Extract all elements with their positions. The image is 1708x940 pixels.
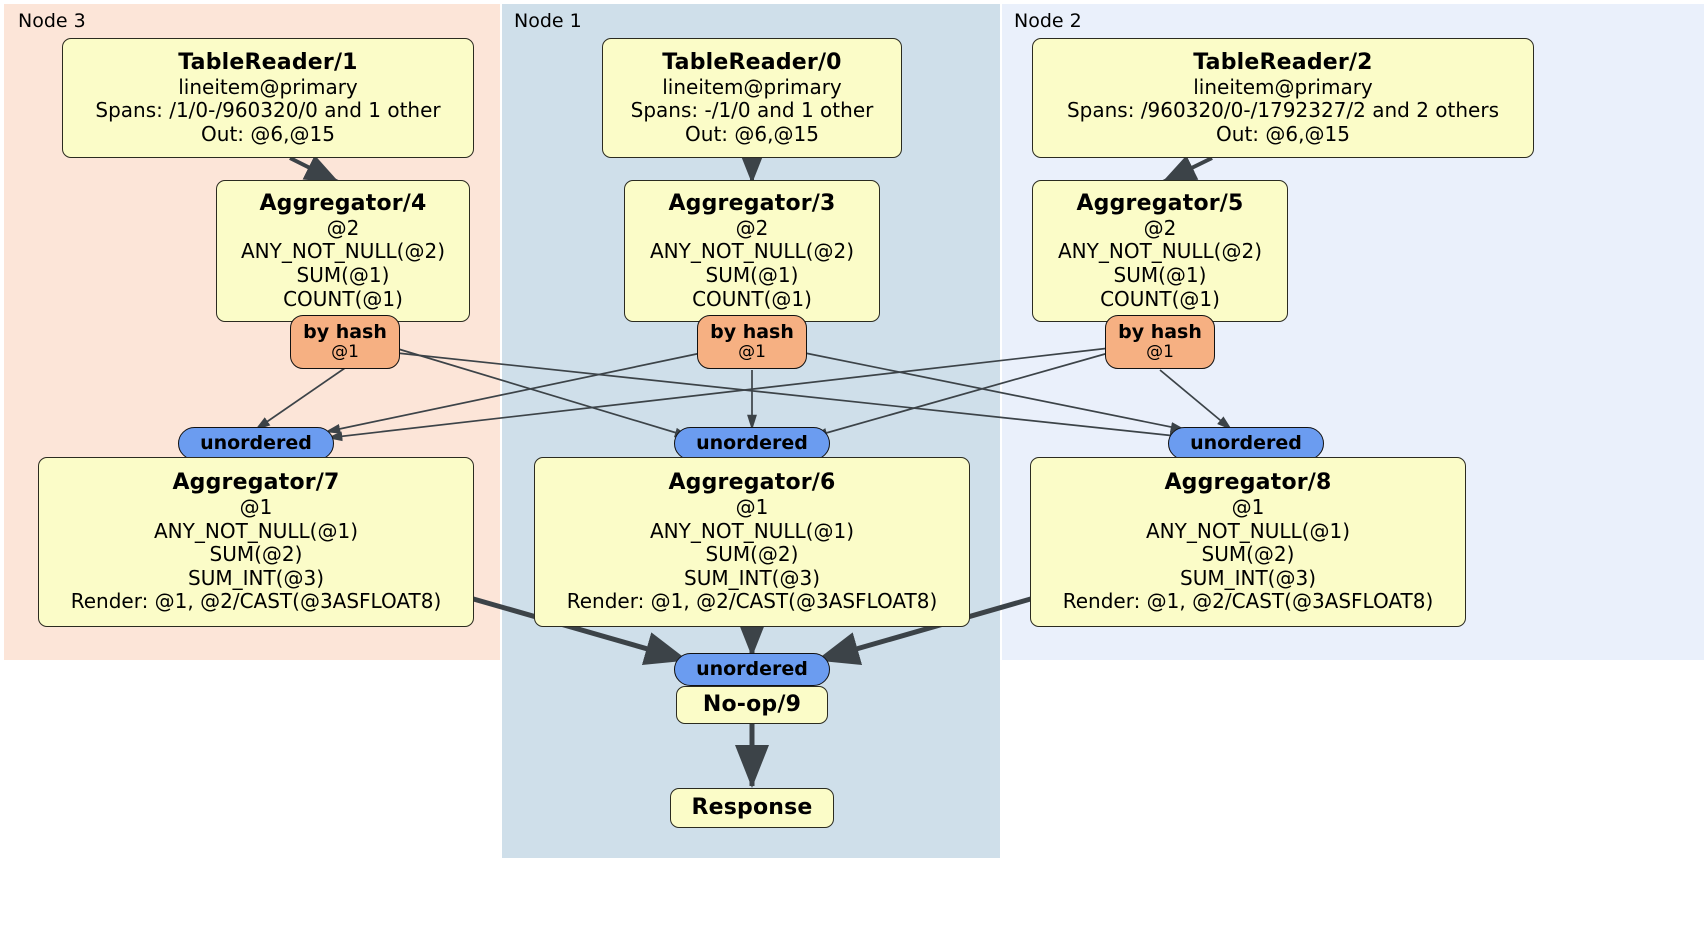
router-by-hash-node2[interactable]: by hash @1 xyxy=(1105,315,1215,369)
processor-line: ANY_NOT_NULL(@2) xyxy=(241,239,445,264)
synchronizer-kind: unordered xyxy=(200,432,312,455)
processor-line: lineitem@primary xyxy=(1193,74,1373,99)
synchronizer-unordered-node3[interactable]: unordered xyxy=(178,427,334,460)
processor-line: SUM(@2) xyxy=(705,542,799,567)
processor-line: @1 xyxy=(1231,494,1265,519)
processor-line: Render: @1, @2/CAST(@3ASFLOAT8) xyxy=(566,589,938,614)
processor-line: Render: @1, @2/CAST(@3ASFLOAT8) xyxy=(70,589,442,614)
processor-line: Out: @6,@15 xyxy=(685,121,819,146)
synchronizer-kind: unordered xyxy=(696,658,808,681)
processor-line: SUM(@1) xyxy=(1113,262,1207,287)
processor-aggregator3[interactable]: Aggregator/3 @2 ANY_NOT_NULL(@2) SUM(@1)… xyxy=(624,180,880,322)
processor-title: TableReader/1 xyxy=(178,49,358,75)
processor-title: Aggregator/5 xyxy=(1076,190,1244,216)
router-column: @1 xyxy=(1146,342,1174,363)
processor-noop9[interactable]: No-op/9 xyxy=(676,686,828,724)
processor-line: @1 xyxy=(239,494,273,519)
processor-title: TableReader/2 xyxy=(1193,49,1373,75)
processor-line: Out: @6,@15 xyxy=(201,121,335,146)
processor-line: COUNT(@1) xyxy=(1100,286,1220,311)
processor-line: ANY_NOT_NULL(@1) xyxy=(154,518,358,543)
processor-line: Out: @6,@15 xyxy=(1216,121,1350,146)
processor-line: ANY_NOT_NULL(@1) xyxy=(650,518,854,543)
processor-title: Aggregator/7 xyxy=(172,470,340,496)
processor-line: @2 xyxy=(326,215,360,240)
processor-line: lineitem@primary xyxy=(662,74,842,99)
router-by-hash-node3[interactable]: by hash @1 xyxy=(290,315,400,369)
processor-line: @2 xyxy=(735,215,769,240)
processor-title: Aggregator/8 xyxy=(1164,470,1332,496)
processor-aggregator6[interactable]: Aggregator/6 @1 ANY_NOT_NULL(@1) SUM(@2)… xyxy=(534,457,970,627)
processor-title: Aggregator/6 xyxy=(668,470,836,496)
processor-line: Render: @1, @2/CAST(@3ASFLOAT8) xyxy=(1062,589,1434,614)
processor-title: No-op/9 xyxy=(702,692,802,718)
processor-line: SUM(@1) xyxy=(296,262,390,287)
synchronizer-unordered-node1[interactable]: unordered xyxy=(674,427,830,460)
router-kind: by hash xyxy=(303,321,387,344)
processor-response[interactable]: Response xyxy=(670,788,834,828)
synchronizer-kind: unordered xyxy=(696,432,808,455)
synchronizer-unordered-final[interactable]: unordered xyxy=(674,653,830,686)
router-kind: by hash xyxy=(1118,321,1202,344)
processor-line: COUNT(@1) xyxy=(692,286,812,311)
processor-line: SUM(@2) xyxy=(209,542,303,567)
processor-line: SUM_INT(@3) xyxy=(1180,565,1316,590)
processor-title: Aggregator/4 xyxy=(259,190,427,216)
router-kind: by hash xyxy=(710,321,794,344)
processor-line: Spans: /1/0-/960320/0 and 1 other xyxy=(95,98,441,123)
processor-title: Aggregator/3 xyxy=(668,190,836,216)
cluster-node3-label: Node 3 xyxy=(18,10,86,32)
processor-line: @1 xyxy=(735,494,769,519)
processor-aggregator4[interactable]: Aggregator/4 @2 ANY_NOT_NULL(@2) SUM(@1)… xyxy=(216,180,470,322)
processor-line: ANY_NOT_NULL(@2) xyxy=(650,239,854,264)
processor-aggregator7[interactable]: Aggregator/7 @1 ANY_NOT_NULL(@1) SUM(@2)… xyxy=(38,457,474,627)
processor-line: ANY_NOT_NULL(@2) xyxy=(1058,239,1262,264)
synchronizer-unordered-node2[interactable]: unordered xyxy=(1168,427,1324,460)
processor-line: @2 xyxy=(1143,215,1177,240)
processor-tablereader0[interactable]: TableReader/0 lineitem@primary Spans: -/… xyxy=(602,38,902,158)
processor-aggregator5[interactable]: Aggregator/5 @2 ANY_NOT_NULL(@2) SUM(@1)… xyxy=(1032,180,1288,322)
router-column: @1 xyxy=(738,342,766,363)
processor-aggregator8[interactable]: Aggregator/8 @1 ANY_NOT_NULL(@1) SUM(@2)… xyxy=(1030,457,1466,627)
cluster-node1-label: Node 1 xyxy=(514,10,582,32)
synchronizer-kind: unordered xyxy=(1190,432,1302,455)
processor-line: SUM(@1) xyxy=(705,262,799,287)
processor-line: lineitem@primary xyxy=(178,74,358,99)
processor-line: Spans: -/1/0 and 1 other xyxy=(630,98,874,123)
processor-line: ANY_NOT_NULL(@1) xyxy=(1146,518,1350,543)
processor-title: TableReader/0 xyxy=(662,49,842,75)
processor-title: Response xyxy=(691,795,813,821)
router-column: @1 xyxy=(331,342,359,363)
processor-tablereader2[interactable]: TableReader/2 lineitem@primary Spans: /9… xyxy=(1032,38,1534,158)
processor-line: SUM_INT(@3) xyxy=(684,565,820,590)
processor-line: COUNT(@1) xyxy=(283,286,403,311)
processor-line: SUM_INT(@3) xyxy=(188,565,324,590)
processor-line: SUM(@2) xyxy=(1201,542,1295,567)
cluster-node2-label: Node 2 xyxy=(1014,10,1082,32)
processor-line: Spans: /960320/0-/1792327/2 and 2 others xyxy=(1066,98,1499,123)
router-by-hash-node1[interactable]: by hash @1 xyxy=(697,315,807,369)
processor-tablereader1[interactable]: TableReader/1 lineitem@primary Spans: /1… xyxy=(62,38,474,158)
